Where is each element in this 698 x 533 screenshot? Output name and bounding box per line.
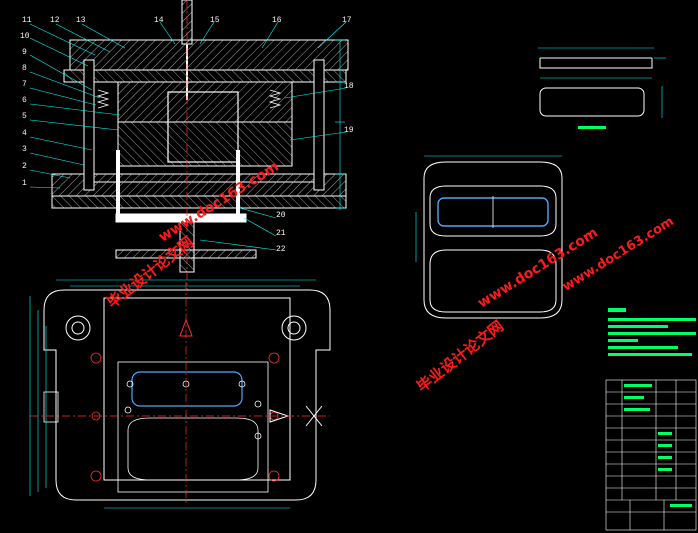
stop-mark [305,405,323,427]
lower-die-plate [51,173,347,197]
backing-plate [63,69,347,83]
callout-22: 22 [276,245,286,254]
guide-bush-left [65,315,91,341]
callout-21: 21 [276,229,286,238]
lower-base [51,195,347,209]
part-drawing [538,47,666,129]
callout-17: 17 [342,16,352,25]
spring-right [268,89,282,109]
technical-notes [608,308,696,356]
callout-13: 13 [76,16,86,25]
callout-19: 19 [344,126,354,135]
punch-lower [117,121,293,167]
guide-bush-right [281,315,307,341]
callout-20: 20 [276,211,286,220]
ejector-rod-right [236,150,240,220]
part-outline-plan [131,371,243,407]
punch-core [167,91,239,163]
callout-8: 8 [22,64,27,73]
guide-pillar-right [313,59,325,191]
callout-1: 1 [22,179,27,188]
strip-layout [415,155,563,319]
spring-left [96,89,110,109]
leader-lines [29,21,347,251]
part-top-view [539,87,645,117]
lower-plate-outline [43,289,331,501]
callout-5: 5 [22,112,27,121]
callout-14: 14 [154,16,164,25]
title-block-text-marks [624,384,692,507]
callout-16: 16 [272,16,282,25]
strip-outline [127,417,259,481]
screw-holes [90,352,280,482]
upper-die-plate [69,39,349,71]
plan-view [29,279,331,509]
title-block [605,379,697,531]
cavity-region [117,361,269,493]
plan-dimensions [29,279,316,509]
punch-upper [117,81,293,123]
callout-9: 9 [22,48,27,57]
callout-11: 11 [22,16,32,25]
callout-10: 10 [20,32,30,41]
ejector-rod-left [116,150,120,220]
guide-pillar-left [83,59,95,191]
callout-7: 7 [22,80,27,89]
callout-2: 2 [22,162,27,171]
callout-6: 6 [22,96,27,105]
callout-15: 15 [210,16,220,25]
callout-3: 3 [22,145,27,154]
callout-12: 12 [50,16,60,25]
pin-holes [124,380,262,440]
callout-18: 18 [344,82,354,91]
callout-4: 4 [22,129,27,138]
section-view [51,0,349,290]
